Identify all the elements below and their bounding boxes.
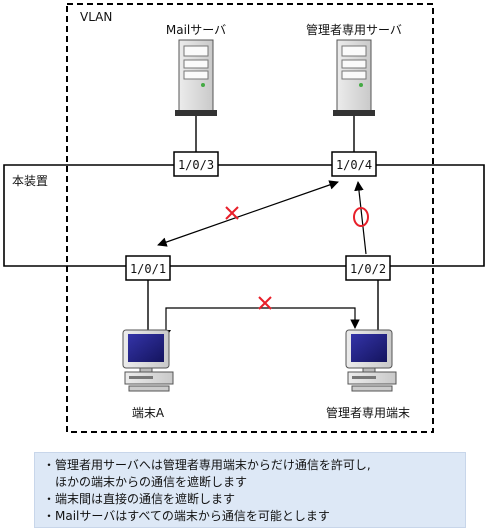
svg-text:1/0/2: 1/0/2 (350, 262, 386, 276)
terminal-denied-path (165, 307, 360, 330)
policy-note: ・管理者用サーバへは管理者専用端末からだけ通信を許可し, ほかの端末からの通信を… (34, 452, 466, 528)
allow-circle-icon (353, 207, 369, 227)
note-line-3: ・端末間は直接の通信を遮断します (43, 492, 236, 506)
svg-text:1/0/4: 1/0/4 (336, 158, 372, 172)
denied-path-arrow (157, 180, 339, 247)
terminal-a-icon (122, 329, 174, 392)
terminal-deny-cross-icon (258, 296, 272, 310)
admin-terminal-icon (345, 329, 397, 392)
mail-server-label: Mailサーバ (166, 23, 226, 37)
note-line-4: ・Mailサーバはすべての端末から通信を可能とします (43, 509, 330, 523)
allowed-path-arrow (354, 181, 367, 255)
admin-terminal-label: 管理者専用端末 (326, 405, 410, 420)
port-1-0-1: 1/0/1 (125, 255, 171, 281)
admin-server-label: 管理者専用サーバ (306, 22, 402, 37)
admin-server-icon (333, 39, 375, 116)
mail-server-icon (175, 39, 217, 116)
device-outline (3, 164, 485, 267)
port-1-0-3: 1/0/3 (173, 151, 219, 177)
port-1-0-2: 1/0/2 (345, 255, 391, 281)
deny-cross-icon (225, 206, 239, 220)
svg-text:1/0/1: 1/0/1 (130, 262, 166, 276)
note-line-2: ほかの端末からの通信を遮断します (55, 475, 248, 489)
svg-text:1/0/3: 1/0/3 (178, 158, 214, 172)
port-1-0-4: 1/0/4 (331, 151, 377, 177)
terminal-a-label: 端末A (132, 406, 165, 420)
device-label: 本装置 (12, 174, 48, 188)
vlan-label: VLAN (80, 10, 112, 24)
note-line-1: ・管理者用サーバへは管理者専用端末からだけ通信を許可し, (43, 458, 371, 472)
vlan-boundary (66, 3, 434, 433)
